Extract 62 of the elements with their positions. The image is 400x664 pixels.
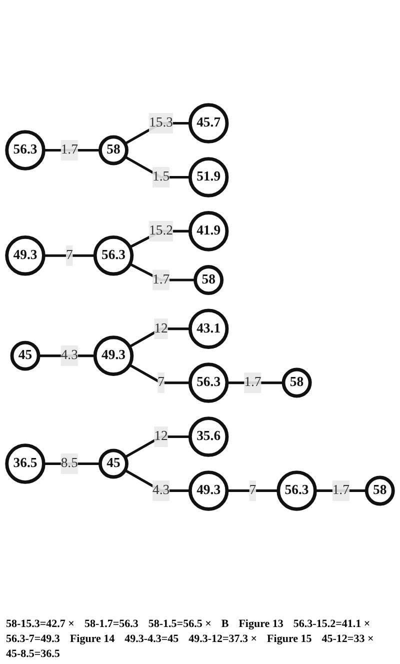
note-text: 58-1.5=56.5 ×	[148, 618, 212, 630]
note-text: 45-8.5=36.5	[6, 648, 60, 660]
node-circle: 56.3	[188, 362, 229, 403]
connector	[44, 462, 100, 466]
note-text: 49.3-12=37.3 ×	[188, 633, 258, 645]
connector	[315, 489, 367, 492]
edge-label: 1.7	[152, 272, 170, 287]
node-circle: 45	[98, 448, 128, 479]
node-circle: 36.5	[5, 444, 46, 484]
connector	[129, 262, 196, 282]
note-text: 49.3-4.3=45	[124, 633, 179, 645]
note-text: Figure 15	[267, 633, 312, 645]
node-circle: 45	[10, 340, 40, 371]
edge-label: 1.7	[60, 142, 78, 158]
node-circle: 56.3	[276, 470, 317, 511]
connector	[124, 469, 190, 492]
note-text: 45-12=33 ×	[322, 633, 374, 645]
edge-label: 15.3	[149, 116, 174, 130]
note-text: 58-1.7=56.3	[84, 618, 138, 630]
edge-label: 12	[154, 429, 168, 444]
node-circle: 41.9	[188, 211, 229, 252]
node-circle: 58	[194, 265, 224, 295]
edge-label: 4.3	[152, 483, 170, 498]
node-circle: 56.3	[93, 235, 134, 276]
edge-label: 15.2	[149, 223, 174, 238]
connector	[124, 156, 190, 179]
connector	[129, 230, 190, 248]
node-circle: 51.9	[188, 157, 229, 198]
node-circle: 58	[364, 476, 395, 506]
node-circle: 58	[98, 135, 128, 166]
note-text: Figure 14	[70, 633, 115, 645]
note-text: 56.3-15.2=41.1 ×	[293, 618, 370, 630]
connector	[128, 328, 190, 348]
connector	[226, 382, 284, 384]
connector	[38, 354, 96, 358]
node-circle: 56.3	[5, 130, 46, 170]
note-text: B	[221, 618, 229, 630]
connector	[44, 148, 100, 152]
edge-label: 7	[249, 483, 256, 498]
connector	[44, 254, 96, 257]
edge-label: 1.7	[332, 483, 350, 498]
node-circle: 45.7	[188, 103, 229, 144]
edge-label: 4.3	[60, 348, 78, 363]
edge-label: 7	[158, 375, 164, 390]
node-circle: 58	[282, 368, 312, 398]
note-text: 56.3-7=49.3	[6, 633, 60, 645]
connector	[128, 364, 190, 384]
connector	[124, 122, 190, 145]
note-text: 58-15.3=42.7 ×	[6, 618, 74, 630]
edge-label: 7	[66, 248, 73, 262]
node-circle: 49.3	[188, 470, 229, 511]
edge-label: 8.5	[60, 456, 78, 471]
node-circle: 43.1	[188, 308, 229, 349]
node-circle: 35.6	[188, 416, 229, 457]
connector	[124, 435, 190, 458]
edge-label: 12	[154, 321, 168, 336]
edge-label: 1.7	[244, 375, 262, 390]
note-text: Figure 13	[238, 618, 284, 630]
edge-label: 1.5	[152, 170, 170, 184]
connector	[226, 489, 278, 492]
node-circle: 49.3	[93, 336, 134, 376]
node-circle: 49.3	[5, 235, 46, 276]
